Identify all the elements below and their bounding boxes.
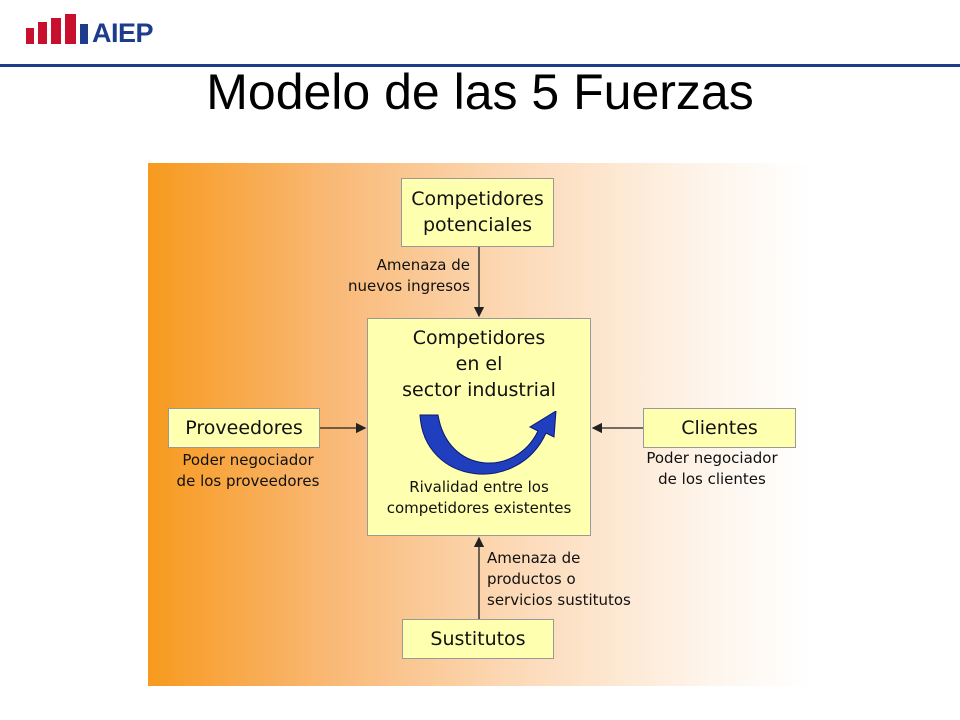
supplier-power-line1: Poder negociador bbox=[182, 451, 314, 469]
header-divider bbox=[0, 64, 960, 67]
new-entrants-line2: nuevos ingresos bbox=[348, 277, 470, 295]
label-new-entrants: Amenaza de nuevos ingresos bbox=[320, 255, 470, 297]
substitutes-threat-line3: servicios sustitutos bbox=[487, 591, 631, 609]
substitutes-threat-line2: productos o bbox=[487, 570, 576, 588]
potential-competitors-line2: potenciales bbox=[422, 214, 533, 236]
potential-competitors-line1: Competidores bbox=[411, 188, 544, 210]
supplier-power-line2: de los proveedores bbox=[176, 472, 320, 490]
industry-line3: sector industrial bbox=[402, 379, 556, 401]
box-industry-competitors: Competidores en el sector industrial Riv… bbox=[367, 318, 591, 536]
box-buyers: Clientes bbox=[643, 408, 796, 448]
new-entrants-line1: Amenaza de bbox=[376, 256, 470, 274]
box-substitutes: Sustitutos bbox=[402, 619, 554, 659]
logo-bar-5 bbox=[80, 24, 88, 44]
box-potential-competitors: Competidores potenciales bbox=[401, 178, 554, 247]
page-title: Modelo de las 5 Fuerzas bbox=[206, 64, 754, 120]
buyers-label: Clientes bbox=[681, 417, 758, 439]
rivalry-line2: competidores existentes bbox=[386, 499, 572, 517]
box-suppliers: Proveedores bbox=[168, 408, 320, 448]
buyer-power-line2: de los clientes bbox=[658, 470, 766, 488]
label-buyer-power: Poder negociador de los clientes bbox=[622, 448, 802, 490]
logo-bar-3 bbox=[51, 18, 61, 44]
substitutes-threat-line1: Amenaza de bbox=[487, 549, 581, 567]
buyer-power-line1: Poder negociador bbox=[646, 449, 778, 467]
label-substitutes-threat: Amenaza de productos o servicios sustitu… bbox=[487, 548, 687, 611]
label-supplier-power: Poder negociador de los proveedores bbox=[158, 450, 338, 492]
logo-bar-2 bbox=[38, 22, 47, 44]
logo-text: AIEP bbox=[92, 18, 154, 48]
logo-bar-1 bbox=[26, 28, 34, 44]
substitutes-label: Sustitutos bbox=[430, 628, 526, 650]
rivalry-curved-arrow-icon bbox=[419, 411, 557, 475]
suppliers-label: Proveedores bbox=[185, 417, 303, 439]
industry-line2: en el bbox=[455, 353, 503, 375]
rivalry-line1: Rivalidad entre los bbox=[409, 478, 549, 496]
logo-bar-4 bbox=[65, 14, 76, 44]
industry-line1: Competidores bbox=[412, 327, 546, 349]
aiep-logo: AIEP bbox=[26, 14, 166, 50]
